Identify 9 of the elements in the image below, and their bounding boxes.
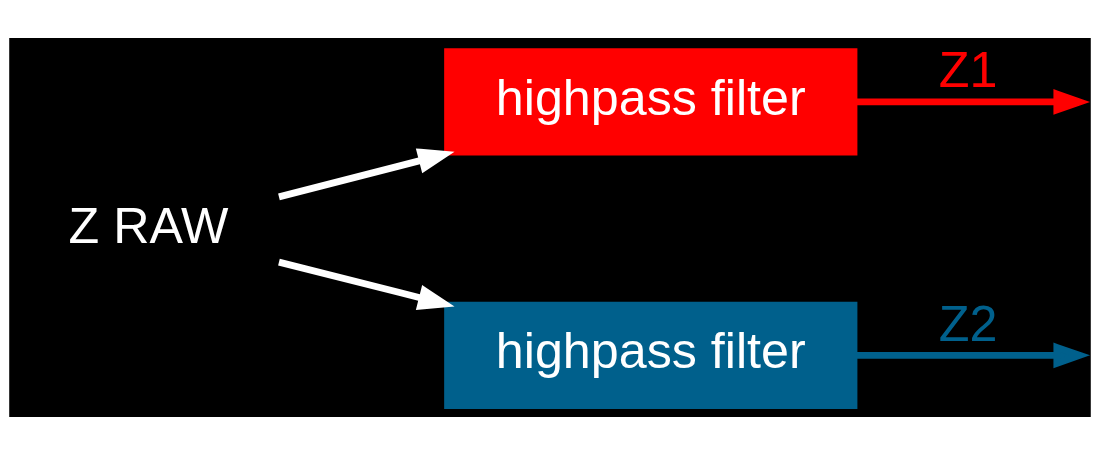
- node-box: highpass filter: [444, 301, 858, 409]
- arrow: [278, 147, 455, 200]
- edge-label: Z1: [938, 41, 998, 98]
- node-box: highpass filter: [444, 47, 858, 156]
- arrow: [856, 342, 1091, 368]
- node-text: Z RAW: [68, 197, 229, 254]
- arrow: [856, 88, 1091, 115]
- arrow: [278, 258, 455, 310]
- edge-label: Z2: [938, 295, 998, 352]
